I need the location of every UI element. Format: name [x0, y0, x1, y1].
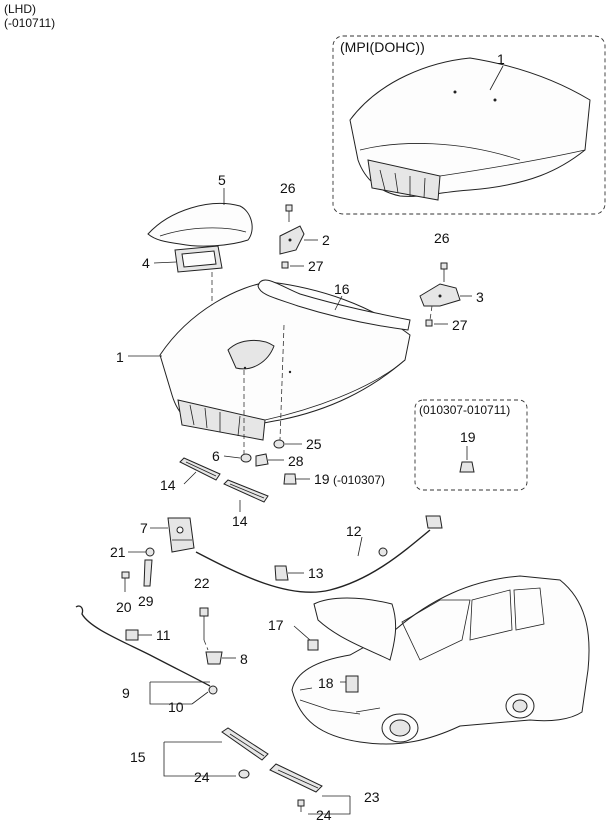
callout-17: 17	[268, 617, 284, 633]
callout-10: 10	[168, 699, 184, 715]
leader-16	[334, 295, 343, 311]
clip-17	[307, 639, 319, 651]
hood-weatherstrip	[257, 279, 411, 331]
clip-19-main	[283, 473, 297, 485]
callout-8: 8	[240, 651, 248, 667]
rod-clip-11	[125, 629, 139, 641]
inset-date-label: (010307-010711)	[419, 403, 510, 417]
callout-14b: 14	[232, 513, 248, 529]
leader-1-inset	[489, 65, 504, 91]
dash-hinge-right	[429, 305, 433, 321]
callout-28: 28	[288, 453, 304, 469]
bracket-29	[143, 559, 153, 587]
callout-6: 6	[212, 448, 220, 464]
callout-19-note: (-010307)	[333, 473, 385, 487]
callout-29: 29	[138, 593, 154, 609]
callout-1-inset: 1	[497, 51, 505, 67]
callout-7: 7	[140, 520, 148, 536]
clip-19-inset	[459, 461, 475, 473]
callout-24b: 24	[316, 807, 332, 823]
inset-mpi-box	[332, 35, 606, 215]
callout-21: 21	[110, 544, 126, 560]
callout-2: 2	[322, 232, 330, 248]
fastener-24a	[238, 769, 250, 779]
leader-9-10	[149, 681, 210, 705]
hood-inset-panel	[349, 57, 591, 201]
callout-4: 4	[142, 255, 150, 271]
callout-27-right: 27	[452, 317, 468, 333]
hood-stay-rod	[75, 605, 211, 687]
clip-28	[255, 453, 269, 467]
callout-9: 9	[122, 685, 130, 701]
callout-19-main: 19	[314, 471, 330, 487]
leader-15-24a	[163, 741, 236, 777]
callout-3: 3	[476, 289, 484, 305]
callout-19-inset: 19	[460, 429, 476, 445]
callout-13: 13	[308, 565, 324, 581]
hood-trim-23	[269, 763, 323, 793]
header-variant: (LHD)	[4, 2, 36, 16]
callout-1-main: 1	[116, 349, 124, 365]
callout-26-right: 26	[434, 230, 450, 246]
hood-latch	[167, 517, 195, 553]
header-date-range: (-010711)	[4, 16, 56, 30]
bolt-27-left	[281, 261, 289, 269]
leader-12	[357, 536, 363, 557]
scoop-seal	[174, 245, 223, 273]
bolt-27-right	[425, 319, 433, 327]
leader-6	[223, 455, 241, 459]
callout-12: 12	[346, 523, 362, 539]
clip-6	[240, 453, 252, 463]
hood-main-panel	[159, 281, 411, 441]
hood-strip-14b	[223, 479, 269, 503]
callout-5: 5	[218, 172, 226, 188]
bumper-18	[345, 675, 359, 693]
hood-strip-14a	[179, 457, 221, 481]
hood-hinge-right	[419, 283, 461, 307]
release-cable	[195, 515, 443, 593]
hood-hinge-left	[279, 225, 305, 255]
dash-hood-25	[279, 324, 285, 441]
bolt-26-right	[440, 262, 448, 282]
callout-15: 15	[130, 749, 146, 765]
leader-4	[153, 261, 177, 264]
bolt-20	[121, 571, 130, 592]
fastener-24b	[297, 799, 305, 812]
callout-27-left: 27	[308, 258, 324, 274]
callout-26-left: 26	[280, 180, 296, 196]
cable-clip-13	[274, 565, 289, 581]
inset-mpi-label: (MPI(DOHC))	[340, 39, 425, 55]
leader-17	[293, 625, 311, 641]
hood-scoop	[147, 203, 253, 247]
callout-18: 18	[318, 675, 334, 691]
clip-8	[205, 651, 223, 665]
bushing-21	[145, 547, 155, 557]
leader-23-24b	[308, 795, 351, 815]
vehicle-illustration	[291, 575, 590, 745]
callout-14a: 14	[160, 477, 176, 493]
callout-23: 23	[364, 789, 380, 805]
dash-22	[203, 639, 209, 651]
rod-holder-10	[208, 685, 218, 695]
leader-14a	[183, 471, 197, 485]
callout-22: 22	[194, 575, 210, 591]
hood-trim-15	[221, 727, 269, 761]
callout-11: 11	[156, 627, 171, 643]
bolt-22	[199, 607, 209, 640]
callout-24a: 24	[194, 769, 210, 785]
clip-25	[273, 439, 285, 449]
callout-20: 20	[116, 599, 132, 615]
callout-16: 16	[334, 281, 350, 297]
callout-25: 25	[306, 436, 322, 452]
bolt-26-left	[285, 204, 293, 222]
